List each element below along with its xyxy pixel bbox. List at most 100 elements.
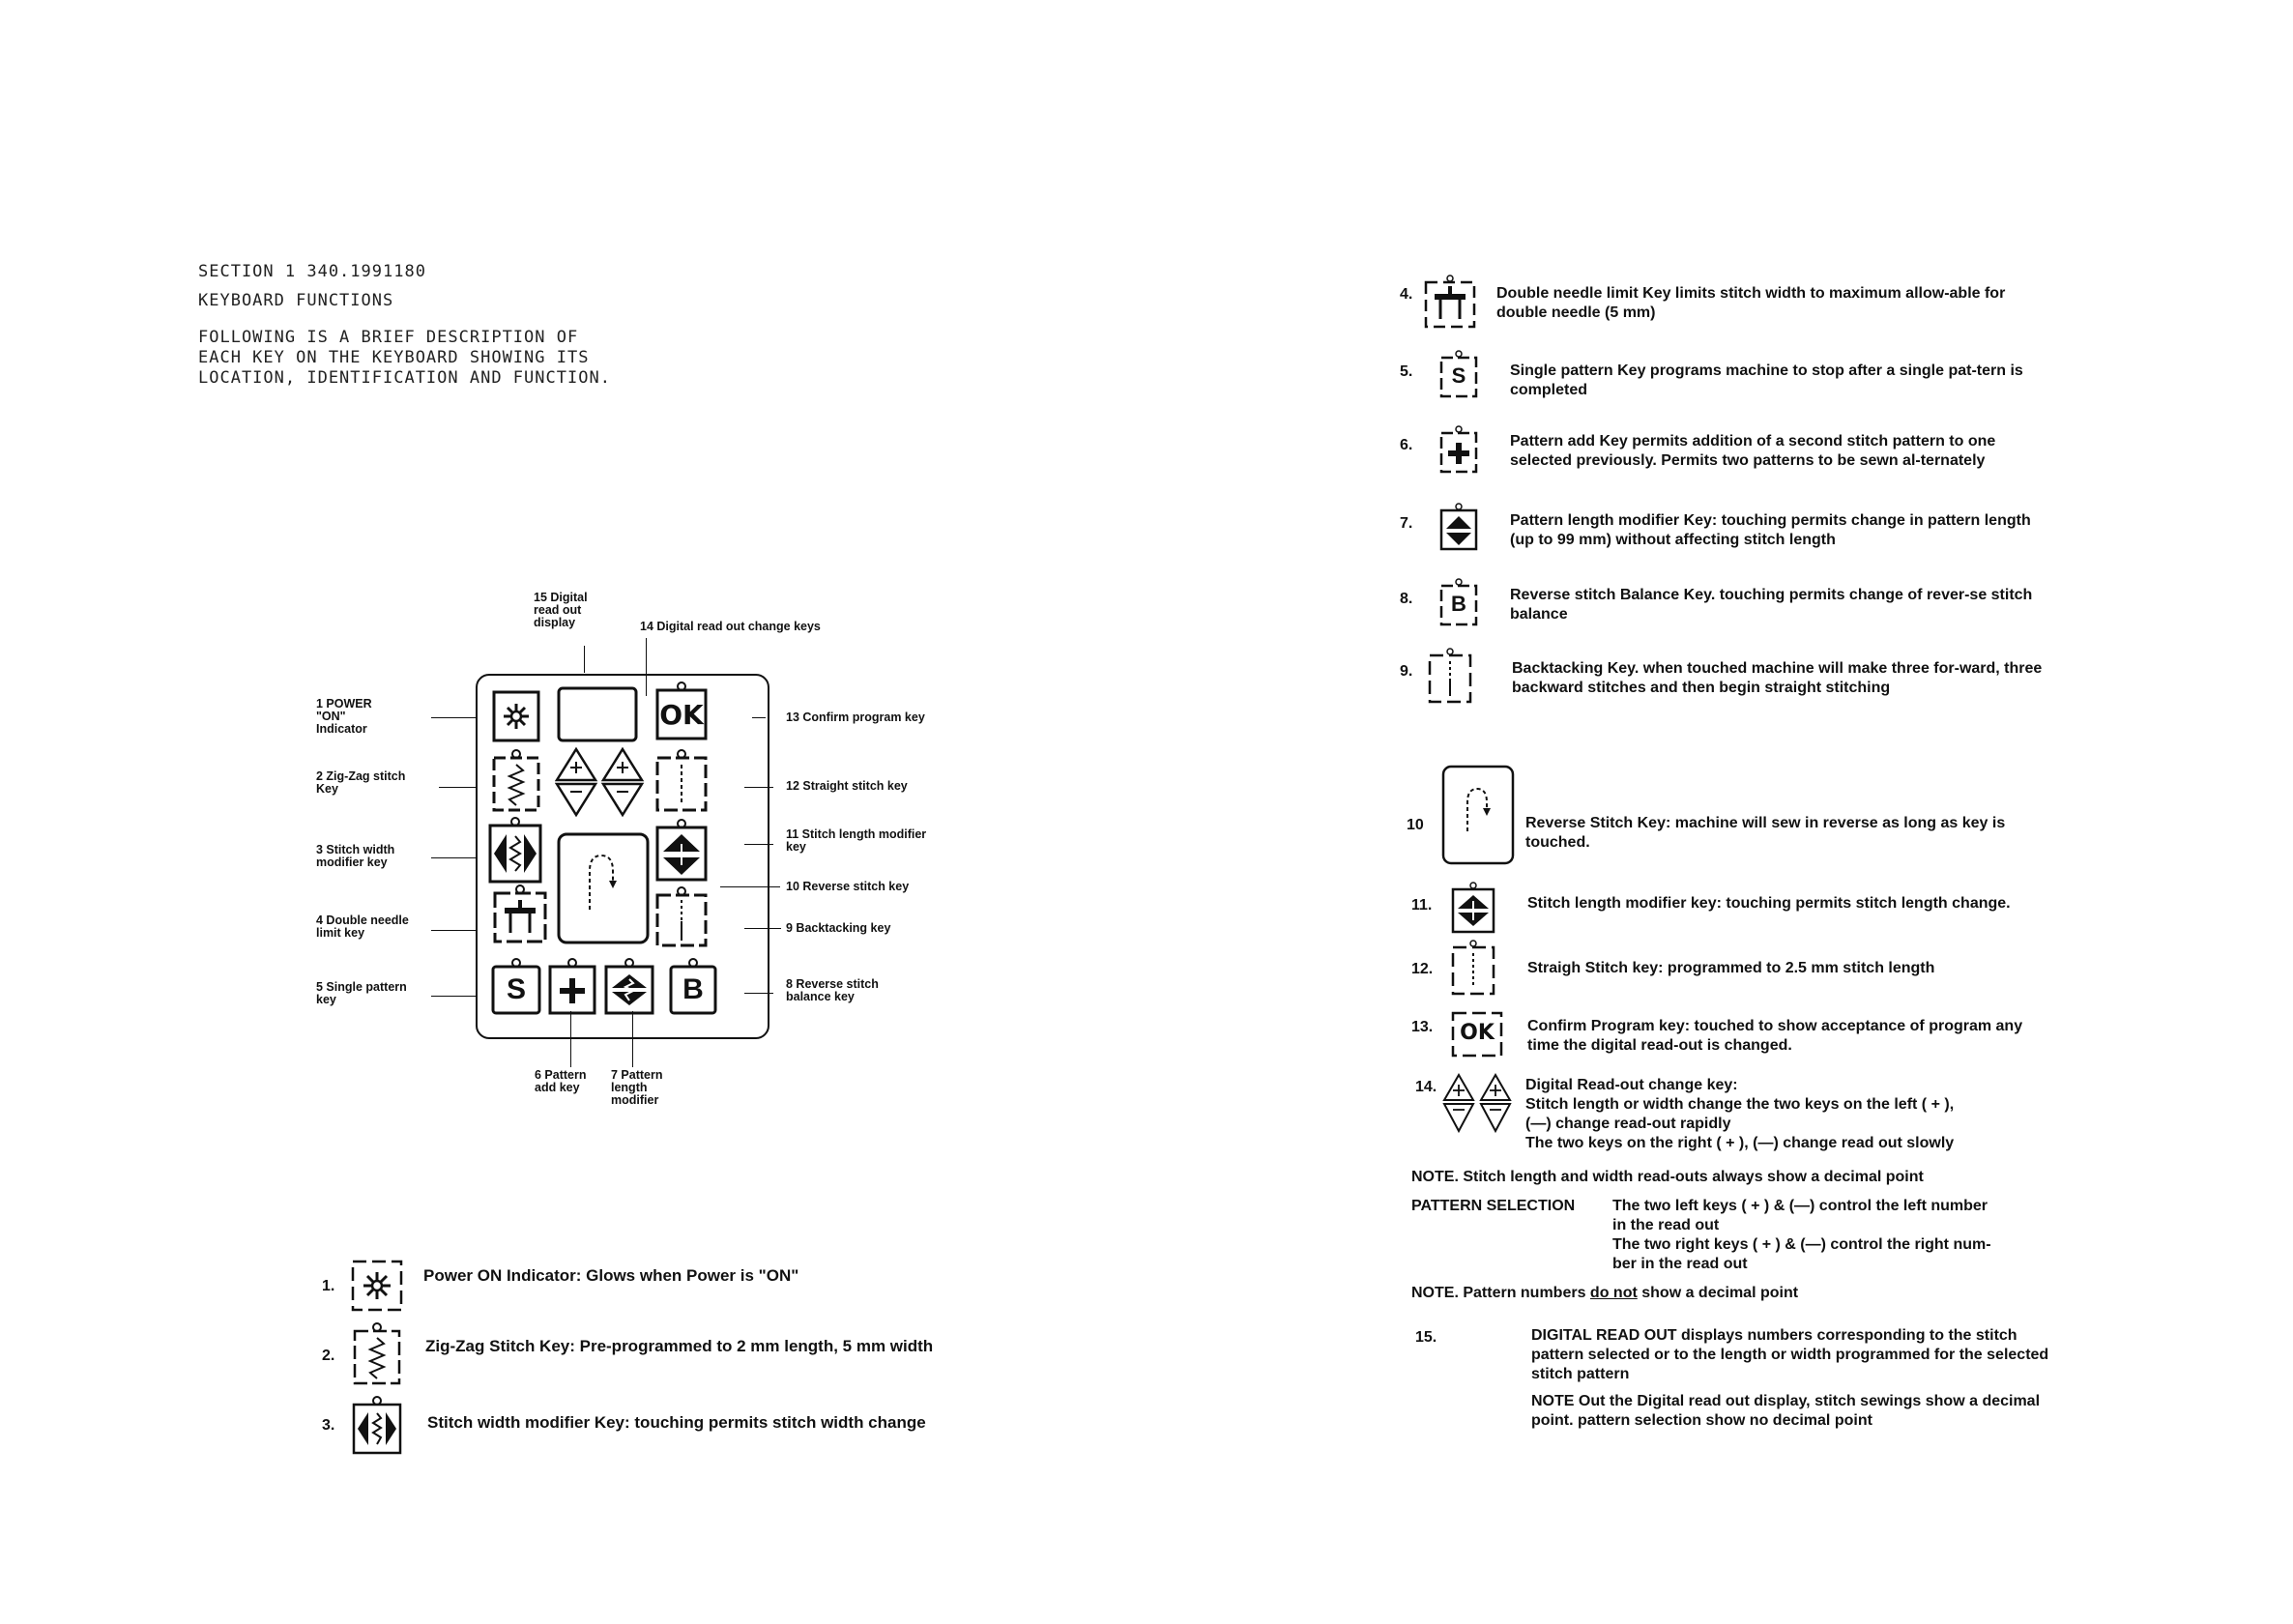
callout-13: 13 Confirm program key — [786, 710, 925, 724]
item-description: Double needle limit Key limits stitch wi… — [1496, 285, 2006, 321]
reverse-stitch-icon — [557, 832, 650, 944]
pattern-add-icon — [1438, 425, 1479, 476]
item-number: 6. — [1400, 437, 1413, 453]
note-pattern-numbers: NOTE. Pattern numbers do not show a deci… — [1411, 1285, 1799, 1301]
item-number: 5. — [1400, 363, 1413, 380]
pattern-selection-label: PATTERN SELECTION — [1411, 1198, 1576, 1214]
keyboard-functions-heading: KEYBOARD FUNCTIONS — [198, 291, 394, 310]
digital-readout-note: NOTE Out the Digital read out display, s… — [1531, 1393, 2041, 1429]
note-decimal-readout: NOTE. Stitch length and width read-outs … — [1411, 1169, 1924, 1185]
b-label: B — [1451, 592, 1466, 616]
item-description: Stitch length modifier key: touching per… — [1527, 895, 2011, 912]
item-description: Confirm Program key: touched to show acc… — [1527, 1018, 2023, 1054]
ok-icon: OK — [1450, 1007, 1504, 1059]
item-description: Stitch width modifier Key: touching perm… — [427, 1413, 926, 1432]
balance-key: B — [667, 958, 719, 1016]
reverse-stitch-key — [557, 832, 650, 944]
callout-9: 9 Backtacking key — [786, 921, 891, 935]
item-number: 4. — [1400, 286, 1413, 303]
straight-stitch-key — [653, 749, 710, 813]
item-number: 14. — [1415, 1079, 1437, 1095]
length-modifier-icon — [655, 819, 708, 882]
single-pattern-key: S — [489, 958, 543, 1016]
single-pattern-icon: S — [1438, 350, 1479, 400]
sun-icon — [350, 1259, 404, 1313]
backtacking-key — [653, 886, 710, 948]
balance-icon — [669, 958, 717, 1015]
zigzag-icon — [352, 1322, 402, 1386]
reverse-stitch-icon — [1440, 764, 1516, 866]
pattern-length-icon — [1438, 503, 1479, 553]
double-needle-key — [491, 884, 549, 944]
item-description: Pattern add Key permits addition of a se… — [1510, 433, 1996, 469]
item-description: Pattern length modifier Key: touching pe… — [1510, 512, 2031, 548]
width-modifier-key — [485, 817, 545, 884]
s-label: S — [506, 973, 526, 1005]
item-number: 3. — [322, 1417, 335, 1434]
item-number: 11. — [1411, 897, 1433, 914]
callout-1: 1 POWER"ON"Indicator — [316, 697, 372, 736]
item-description: Straigh Stitch key: programmed to 2.5 mm… — [1527, 960, 1935, 976]
intro-line: EACH KEY ON THE KEYBOARD SHOWING ITS — [198, 348, 590, 367]
item-number: 8. — [1400, 591, 1413, 607]
power-key — [491, 689, 541, 743]
item-description: Backtacking Key. when touched machine wi… — [1512, 660, 2043, 696]
confirm-ok-key: OK — [653, 682, 710, 741]
width-modifier-icon — [350, 1396, 404, 1456]
pattern-selection-text: The two left keys ( + ) & (—) control th… — [1612, 1198, 1991, 1272]
item-description: Digital Read-out change key: Stitch leng… — [1525, 1077, 1955, 1151]
s-label: S — [1451, 363, 1466, 388]
keypad-diagram: OK — [476, 674, 769, 1039]
callout-10: 10 Reverse stitch key — [786, 880, 910, 893]
callout-12: 12 Straight stitch key — [786, 779, 908, 793]
section-heading: SECTION 1 340.1991180 — [198, 262, 426, 281]
item-number: 2. — [322, 1348, 335, 1364]
zigzag-icon — [507, 764, 526, 806]
width-modifier-icon — [488, 817, 542, 884]
intro-line: FOLLOWING IS A BRIEF DESCRIPTION OF — [198, 328, 579, 347]
pattern-length-icon — [604, 958, 654, 1015]
ok-label: OK — [1460, 1021, 1495, 1045]
ok-label: OK — [659, 699, 704, 731]
item-number: 15. — [1415, 1329, 1437, 1346]
straight-stitch-icon — [1450, 940, 1496, 998]
balance-icon: B — [1438, 578, 1479, 628]
item-number: 7. — [1400, 515, 1413, 532]
zigzag-key — [491, 749, 541, 813]
digital-readout-display — [557, 686, 638, 742]
readout-change-keys — [555, 747, 646, 817]
pattern-length-key — [603, 958, 655, 1016]
pattern-add-icon — [548, 958, 596, 1015]
pattern-add-key — [547, 958, 597, 1016]
digital-readout-description: DIGITAL READ OUT displays numbers corres… — [1531, 1327, 2049, 1382]
item-description: Single pattern Key programs machine to s… — [1510, 362, 2023, 398]
item-description: Reverse Stitch Key: machine will sew in … — [1525, 815, 2006, 851]
double-needle-icon — [1423, 275, 1477, 331]
item-description: Reverse stitch Balance Key. touching per… — [1510, 587, 2033, 623]
callout-14: 14 Digital read out change keys — [640, 620, 821, 633]
item-description: Power ON Indicator: Glows when Power is … — [423, 1266, 799, 1285]
item-number: 12. — [1411, 961, 1434, 977]
backtack-icon — [1427, 648, 1473, 704]
plus-minus-icon — [555, 747, 645, 817]
plus-minus-icon — [1442, 1073, 1514, 1133]
item-number: 10 — [1407, 817, 1424, 833]
b-label: B — [682, 973, 704, 1005]
item-number: 9. — [1400, 663, 1413, 680]
item-description: Zig-Zag Stitch Key: Pre-programmed to 2 … — [425, 1337, 934, 1355]
intro-line: LOCATION, IDENTIFICATION AND FUNCTION. — [198, 368, 611, 388]
length-modifier-key — [653, 819, 710, 883]
item-number: 13. — [1411, 1019, 1434, 1035]
length-modifier-icon — [1450, 882, 1496, 934]
backtack-icon — [655, 886, 708, 947]
double-needle-icon — [493, 884, 547, 943]
